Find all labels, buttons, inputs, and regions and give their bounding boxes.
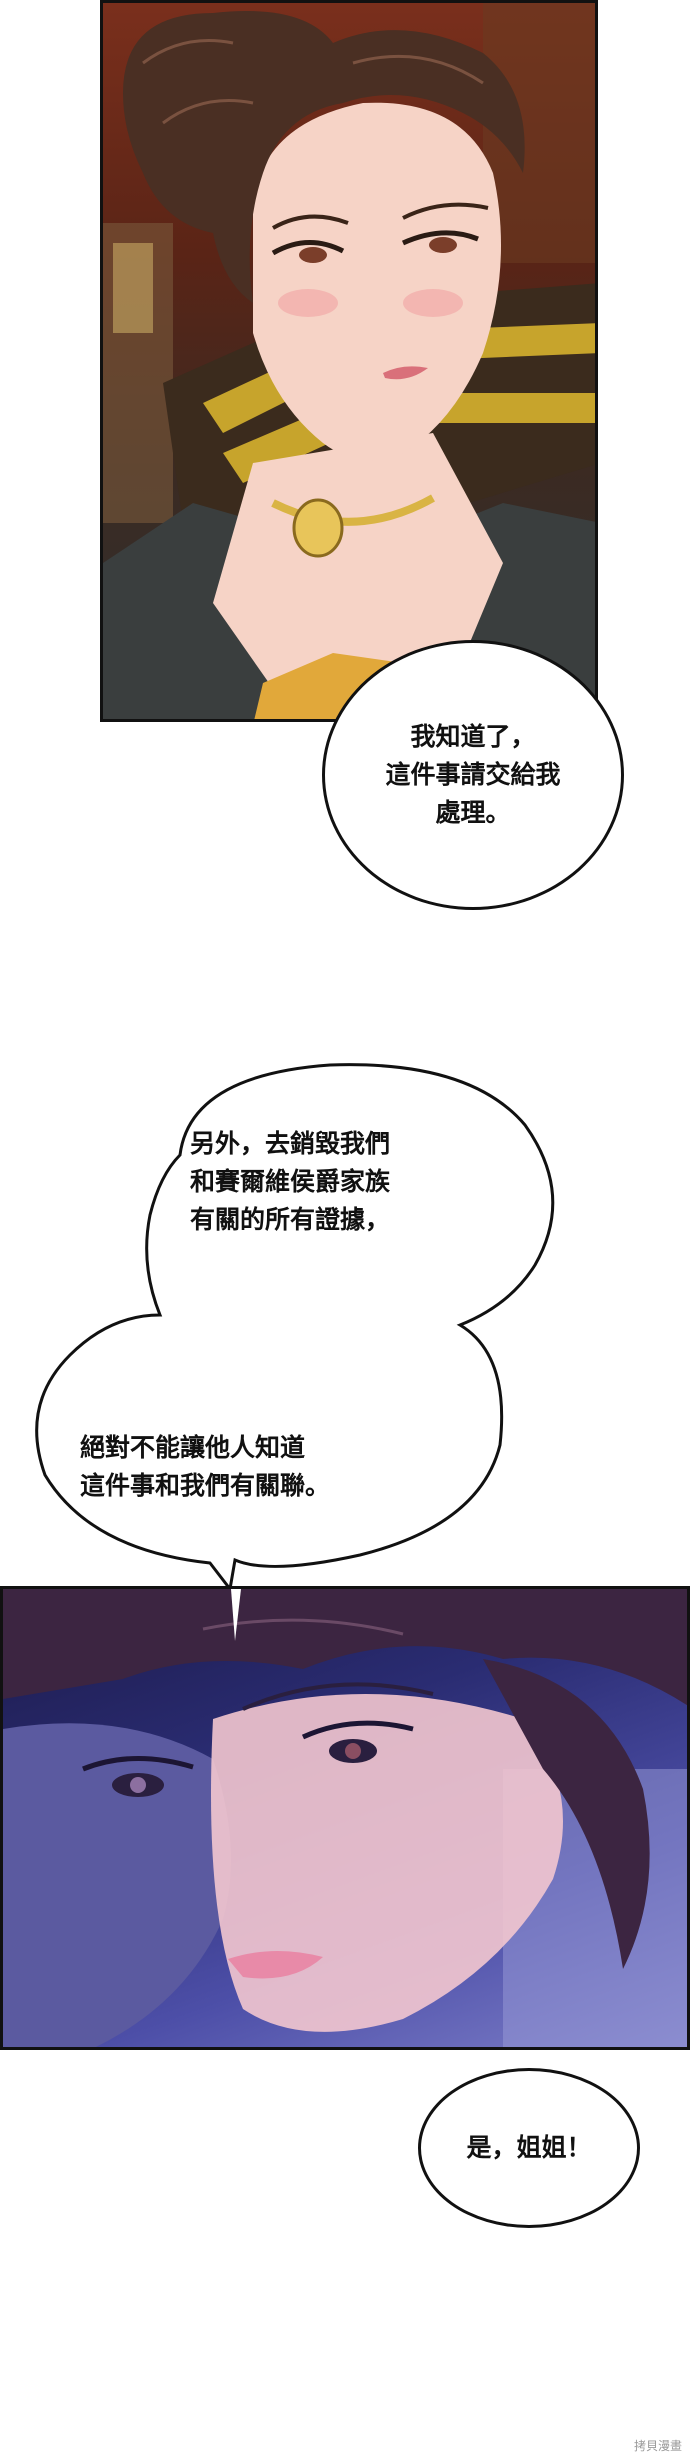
speech-bubble-2-outline bbox=[35, 1063, 555, 1589]
speech-bubble-2: 另外，去銷毀我們 和賽爾維侯爵家族 有關的所有證據， 絕對不能讓他人知道 這件事… bbox=[30, 1055, 618, 1589]
speech-text-2a: 另外，去銷毀我們 和賽爾維侯爵家族 有關的所有證據， bbox=[190, 1129, 391, 1234]
speech-bubble-1: 我知道了， 這件事請交給我 處理。 bbox=[322, 640, 624, 910]
close-up-faces-illustration bbox=[3, 1589, 687, 2047]
comic-panel-1 bbox=[100, 0, 598, 722]
speech-text-1: 我知道了， 這件事請交給我 處理。 bbox=[385, 722, 561, 827]
speech-text-3: 是，姐姐！ bbox=[466, 2133, 592, 2162]
comic-panel-2 bbox=[0, 1586, 690, 2050]
woman-portrait-illustration bbox=[103, 3, 595, 719]
speech-bubble-3: 是，姐姐！ bbox=[418, 2068, 640, 2228]
watermark-text: 拷貝漫畫 bbox=[633, 2439, 682, 2453]
speech-text-2b: 絕對不能讓他人知道 這件事和我們有關聯。 bbox=[80, 1433, 331, 1500]
